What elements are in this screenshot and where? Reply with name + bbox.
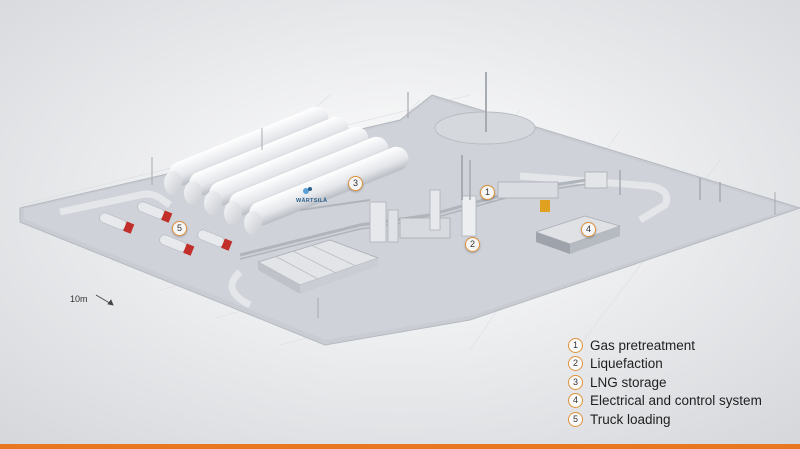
wartsila-logo-icon	[303, 187, 312, 194]
legend-item: 2 Liquefaction	[568, 355, 762, 374]
legend-item: 1 Gas pretreatment	[568, 336, 762, 355]
marker-lng-storage: 3	[348, 176, 363, 191]
legend: 1 Gas pretreatment 2 Liquefaction 3 LNG …	[568, 336, 762, 429]
legend-item: 5 Truck loading	[568, 410, 762, 429]
scale-bar-icon	[95, 294, 114, 306]
marker-gas-pretreatment: 1	[480, 185, 495, 200]
legend-number: 4	[568, 393, 583, 409]
legend-label: Liquefaction	[590, 356, 663, 372]
legend-label: LNG storage	[590, 374, 667, 390]
legend-number: 1	[568, 337, 583, 353]
brand-logo-text: WÄRTSILÄ	[296, 198, 328, 204]
scale-label: 10m	[70, 294, 88, 304]
legend-label: Gas pretreatment	[590, 337, 696, 353]
liquefaction-unit	[369, 155, 477, 243]
pretreatment-unit	[497, 170, 721, 212]
legend-label: Truck loading	[590, 411, 671, 427]
light-poles	[151, 128, 776, 318]
marker-truck-loading: 5	[172, 221, 187, 236]
legend-item: 3 LNG storage	[568, 373, 762, 392]
cooler-bank	[256, 239, 380, 294]
lng-tanks	[164, 106, 409, 235]
marker-liquefaction: 2	[465, 237, 480, 252]
legend-number: 5	[568, 411, 583, 427]
electrical-building	[534, 215, 622, 254]
accent-bar	[0, 444, 800, 449]
access-road	[59, 190, 173, 216]
legend-item: 4 Electrical and control system	[568, 392, 762, 411]
legend-number: 3	[568, 374, 583, 390]
marker-electrical: 4	[581, 222, 596, 237]
legend-label: Electrical and control system	[590, 393, 762, 409]
trucks	[99, 201, 233, 256]
legend-number: 2	[568, 356, 583, 372]
